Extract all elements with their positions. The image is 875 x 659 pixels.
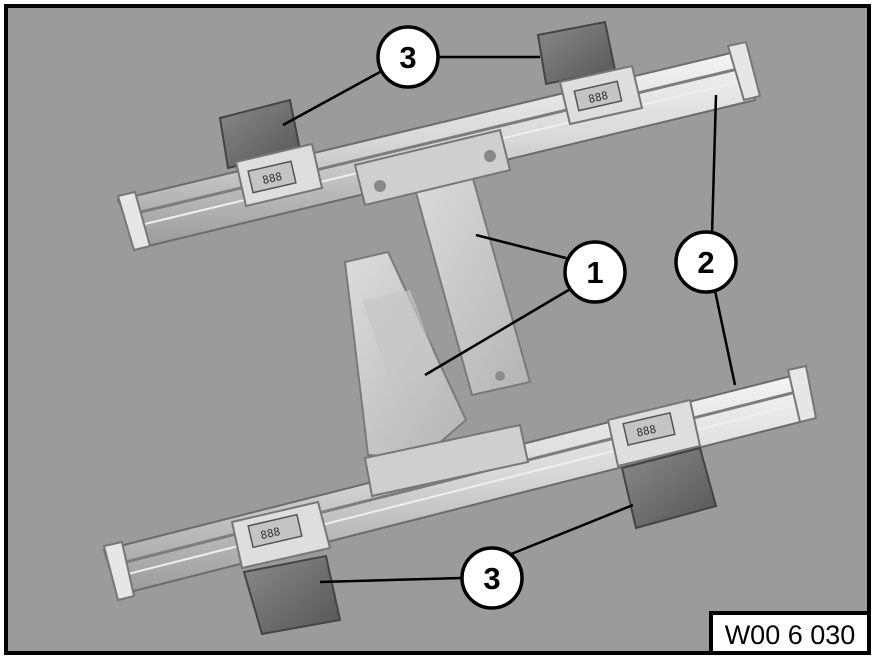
measuring-pad-top-left: 888 — [218, 98, 324, 208]
svg-text:888: 888 — [261, 170, 283, 187]
callout-3-bottom: 3 — [460, 546, 524, 610]
connecting-plate-front — [343, 250, 468, 460]
measuring-pad-top-right: 888 — [536, 20, 644, 126]
measuring-pad-bottom-left: 888 — [230, 500, 342, 636]
svg-text:888: 888 — [587, 89, 609, 106]
callout-1: 1 — [563, 240, 627, 304]
svg-text:888: 888 — [259, 525, 281, 542]
callout-1-label: 1 — [586, 255, 603, 290]
figure-code-label: W00 6 030 — [709, 611, 867, 651]
measuring-pad-bottom-right: 888 — [606, 398, 718, 530]
callout-2-label: 2 — [697, 245, 714, 280]
callout-3-top-label: 3 — [399, 40, 416, 75]
callout-3-top: 3 — [376, 25, 440, 89]
callout-2: 2 — [674, 230, 738, 294]
callout-3-bottom-label: 3 — [483, 561, 500, 596]
svg-text:888: 888 — [635, 423, 657, 440]
